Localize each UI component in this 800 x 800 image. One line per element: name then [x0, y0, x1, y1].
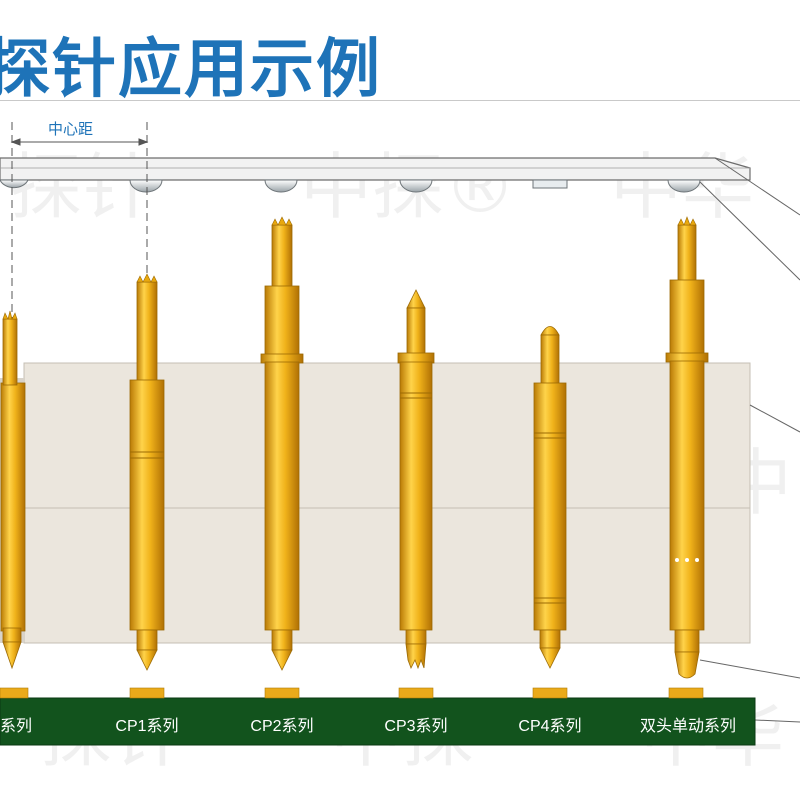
probe-cp3 [397, 289, 435, 670]
leader-lines [699, 157, 800, 723]
probe-double-head [665, 216, 709, 679]
series-label-cp: CP系列 [0, 718, 32, 735]
probe-cp [0, 310, 26, 670]
probe-cp2 [260, 216, 304, 671]
series-label-cp4: CP4系列 [518, 718, 582, 735]
probe-cp4 [533, 326, 567, 669]
series-label-double-head: 双头单动系列 [639, 718, 736, 735]
probe-cp1 [129, 273, 165, 671]
test-board [0, 157, 751, 181]
series-label-cp2: CP2系列 [250, 718, 314, 735]
pitch-dimension [10, 122, 149, 318]
contact-points [0, 179, 701, 193]
title-divider [0, 100, 800, 101]
series-label-cp3: CP3系列 [384, 718, 448, 735]
pcb-board [0, 687, 756, 746]
pitch-label: 中心距 [48, 120, 94, 138]
series-label-cp1: CP1系列 [115, 718, 179, 735]
page-title: 探针应用示例 [0, 33, 382, 107]
fixture-block [0, 362, 751, 644]
